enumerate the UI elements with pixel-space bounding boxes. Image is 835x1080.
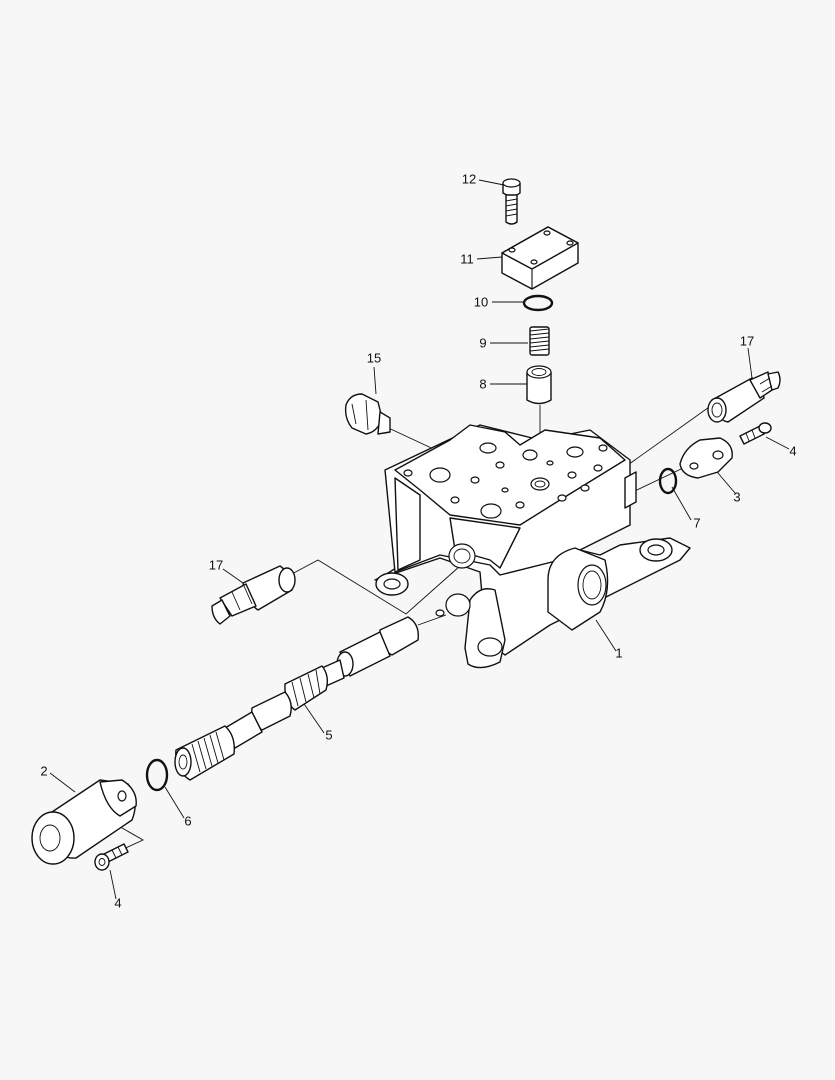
callout-17-right: 17: [739, 333, 755, 349]
callout-9: 9: [479, 335, 487, 351]
part-6-o-ring: [145, 758, 169, 792]
part-4-screw-right: [739, 422, 772, 445]
part-5-spool: [174, 616, 419, 781]
part-10-o-ring: [522, 294, 554, 312]
callout-2: 2: [40, 763, 48, 779]
part-1-valve-body: [374, 424, 691, 669]
callout-15: 15: [366, 350, 382, 366]
part-7-o-ring: [658, 467, 678, 495]
part-4-screw-left: [94, 843, 129, 871]
callout-4-left: 4: [114, 895, 122, 911]
part-11-cover-plate: [501, 226, 579, 290]
callout-8: 8: [479, 376, 487, 392]
part-12-cap-screw: [502, 178, 521, 225]
callout-17-left: 17: [208, 557, 224, 573]
callout-5: 5: [325, 727, 333, 743]
part-9-spring: [529, 326, 550, 356]
callout-1: 1: [615, 645, 623, 661]
part-8-piston: [526, 365, 552, 405]
part-17-relief-valve-left: [211, 565, 296, 625]
callout-4-right: 4: [789, 443, 797, 459]
callout-12: 12: [461, 171, 477, 187]
part-3-flange: [679, 437, 733, 479]
part-2-end-cap: [31, 779, 137, 865]
callout-10: 10: [473, 294, 489, 310]
callout-11: 11: [460, 251, 474, 267]
callout-6: 6: [184, 813, 192, 829]
part-17-relief-valve-right: [707, 371, 781, 423]
callout-3: 3: [733, 489, 741, 505]
callout-7: 7: [693, 515, 701, 531]
part-15-plug: [344, 393, 391, 435]
